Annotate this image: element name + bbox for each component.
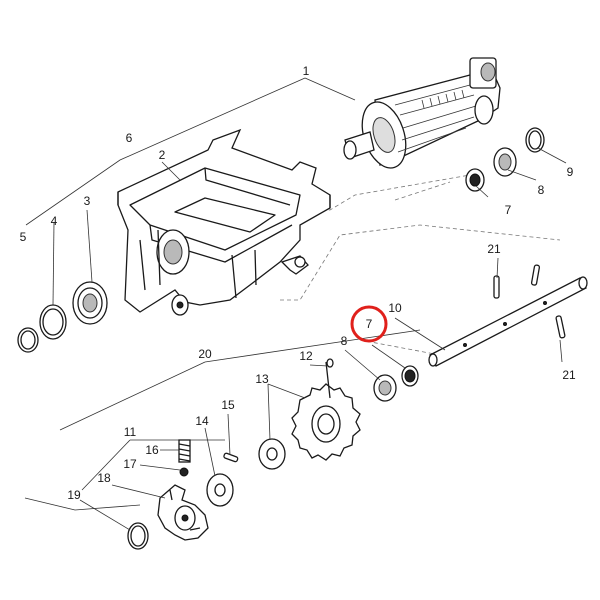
highlight-ring xyxy=(350,305,388,343)
callout-labels: 1 2 3 4 5 6 7 8 9 10 11 12 13 14 15 16 1… xyxy=(20,64,576,502)
assembly-bracket-lines xyxy=(24,77,561,511)
detent-spring xyxy=(178,439,191,463)
detent-ball xyxy=(179,467,189,477)
callout-20: 20 xyxy=(198,347,212,361)
callout-4: 4 xyxy=(51,214,58,228)
clutch-assembly xyxy=(157,484,209,541)
callout-10: 10 xyxy=(388,301,402,315)
leader-lines xyxy=(52,147,567,531)
thrust-washer xyxy=(206,473,234,507)
callout-2: 2 xyxy=(159,148,166,162)
callout-7-top: 7 xyxy=(505,203,512,217)
housing-frame xyxy=(117,128,331,316)
callout-5: 5 xyxy=(20,230,27,244)
callout-6: 6 xyxy=(126,131,133,145)
callout-21-right: 21 xyxy=(562,368,576,382)
shaft-bearing-set xyxy=(373,365,419,402)
callout-16: 16 xyxy=(145,443,159,457)
right-bearing-set-top xyxy=(465,127,545,192)
motor-armature xyxy=(343,57,501,169)
left-bearing-set xyxy=(17,281,108,353)
washer xyxy=(258,438,286,470)
callout-14: 14 xyxy=(195,414,209,428)
highlighted-callout-label: 7 xyxy=(366,317,373,331)
dowel-pin xyxy=(223,452,239,463)
callout-13: 13 xyxy=(255,372,269,386)
callout-8-top: 8 xyxy=(538,183,545,197)
callout-12: 12 xyxy=(299,349,313,363)
callout-19: 19 xyxy=(67,488,81,502)
callout-9: 9 xyxy=(567,165,574,179)
callout-15: 15 xyxy=(221,398,235,412)
callout-21-top: 21 xyxy=(487,242,501,256)
highlighted-callout[interactable]: 7 xyxy=(350,305,388,343)
spur-gear xyxy=(291,358,361,461)
callout-3: 3 xyxy=(84,194,91,208)
callout-18: 18 xyxy=(97,471,111,485)
callout-17: 17 xyxy=(123,457,137,471)
circlip xyxy=(127,522,149,550)
callout-11: 11 xyxy=(124,425,137,439)
callout-8-lower: 8 xyxy=(341,334,348,348)
callout-1: 1 xyxy=(303,64,310,78)
output-shaft xyxy=(428,276,588,367)
roll-pins xyxy=(493,264,566,339)
